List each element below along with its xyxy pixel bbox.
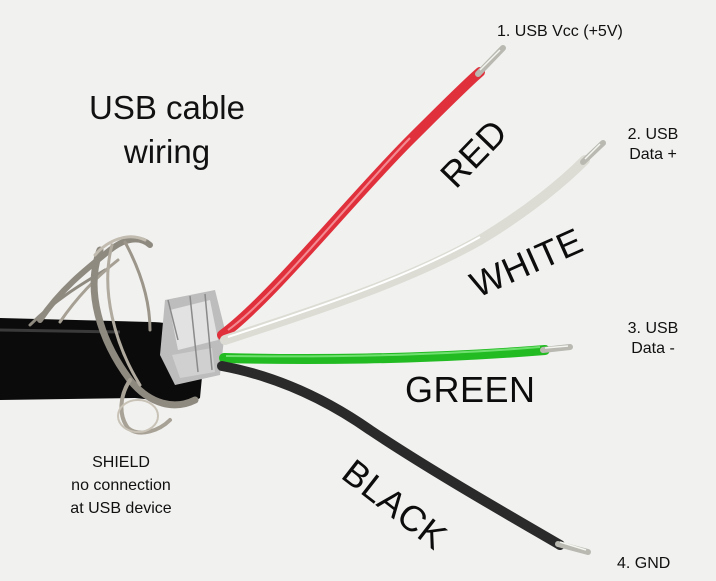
pin-4-text: 4. GND (617, 555, 671, 572)
shield-line-3: at USB device (70, 500, 172, 517)
pin-3-label: 3. USB Data - (618, 319, 688, 359)
pin-3-line-2: Data - (631, 340, 675, 357)
wire-tips (475, 45, 606, 555)
shield-note: SHIELD no connection at USB device (52, 451, 190, 520)
shield-braid (28, 235, 199, 435)
foil-wrap (160, 290, 225, 385)
title-line-1: USB cable (89, 89, 245, 126)
black-wire (217, 361, 565, 550)
pin-1-text: 1. USB Vcc (+5V) (497, 23, 623, 40)
green-wire (219, 345, 550, 365)
diagram-title: USB cable wiring (72, 86, 262, 174)
white-wire-shine (227, 236, 481, 338)
red-wire-shine (227, 137, 411, 331)
pin-2-line-2: Data + (629, 146, 677, 163)
green-wire-shine (225, 346, 541, 358)
cable-jacket (0, 318, 205, 403)
pin-3-line-1: 3. USB (627, 320, 679, 337)
pin-2-label: 2. USB Data + (618, 125, 688, 165)
pin-2-line-1: 2. USB (627, 126, 679, 143)
green-wire-label: GREEN (405, 369, 536, 410)
shield-loop (117, 399, 159, 433)
white-wire (220, 155, 590, 345)
title-line-2: wiring (123, 133, 211, 170)
shield-line-2: no connection (71, 477, 171, 494)
pin-4-label: 4. GND (617, 554, 670, 574)
pin-1-label: 1. USB Vcc (+5V) (497, 22, 623, 42)
shield-line-1: SHIELD (92, 454, 150, 471)
